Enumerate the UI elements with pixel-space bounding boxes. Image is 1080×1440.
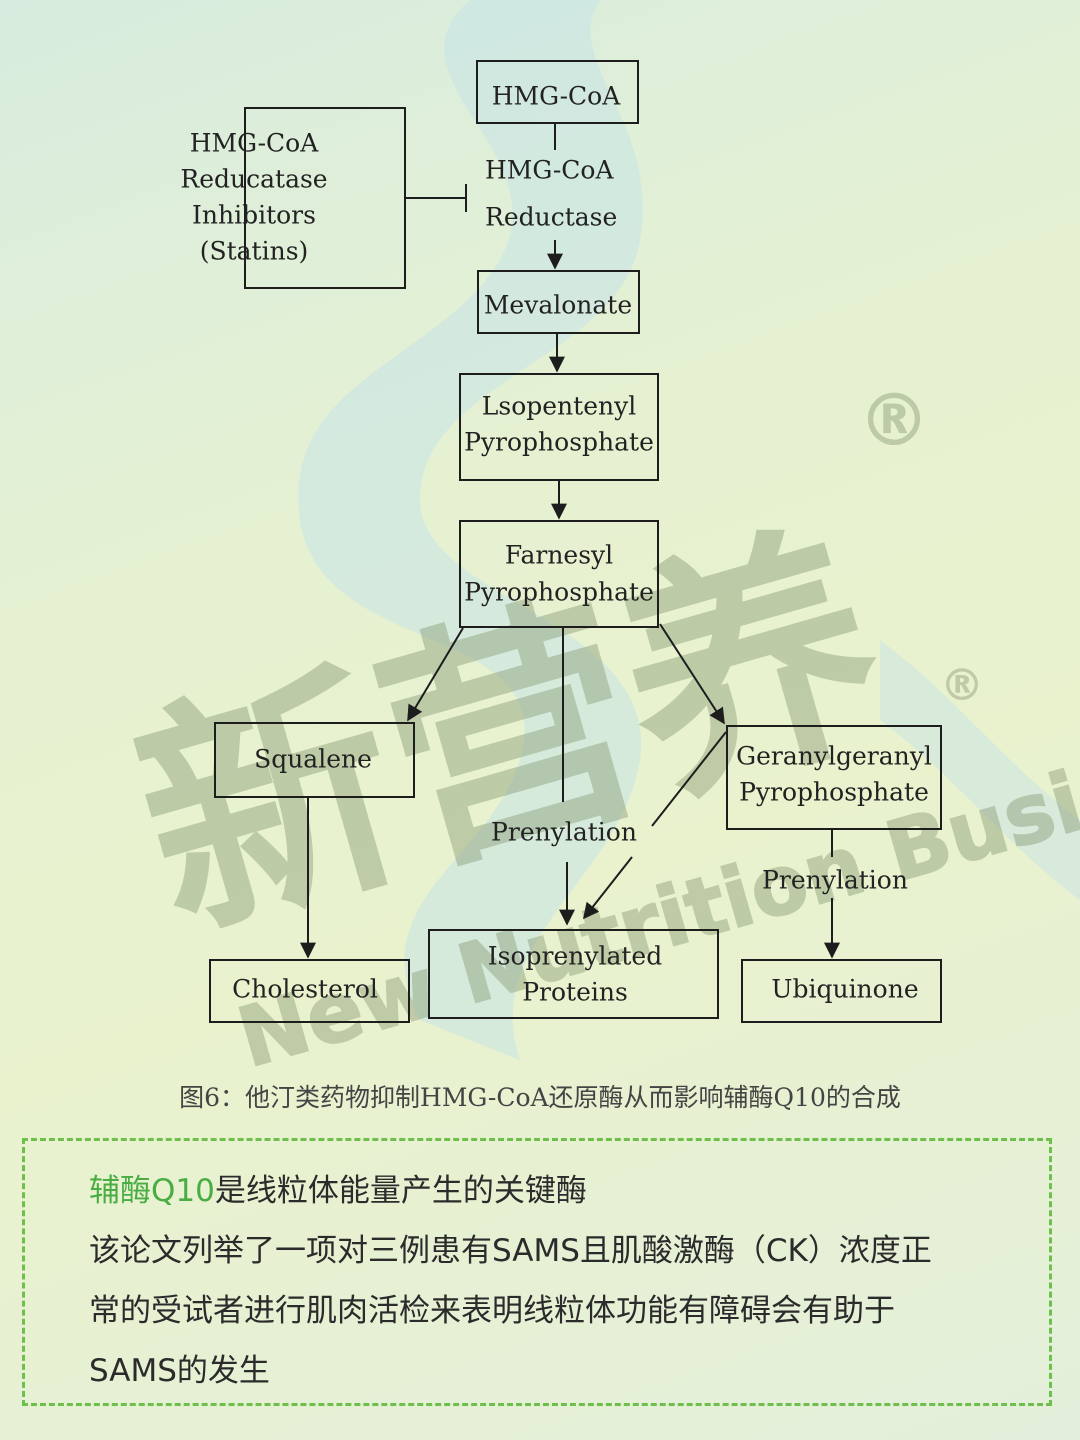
info-highlight: 辅酶Q10 (89, 1173, 215, 1209)
svg-text:Reducatase: Reducatase (180, 165, 327, 194)
svg-text:HMG-CoA: HMG-CoA (492, 82, 621, 111)
prenylation-label-right: Prenylation (762, 866, 908, 895)
node-cholesterol: Cholesterol (209, 959, 410, 1023)
node-squalene: Squalene (214, 722, 415, 798)
info-body-line-1: 该论文列举了一项对三例患有SAMS且肌酸激酶（CK）浓度正 (89, 1233, 932, 1269)
edge-fpp-to-squalene (407, 627, 464, 722)
mevalonate-pathway-diagram: HMG-CoA Reductase Prenylation Prenylatio… (180, 60, 942, 1023)
edge-ggpp-to-prenylation-1 (651, 731, 727, 827)
node-geranylgeranyl-pyrophosphate: Geranylgeranyl Pyrophosphate (726, 725, 942, 830)
node-isoprenylated-proteins: Isoprenylated Proteins (428, 929, 719, 1019)
info-box: 辅酶Q10是线粒体能量产生的关键酶 该论文列举了一项对三例患有SAMS且肌酸激酶… (22, 1138, 1052, 1406)
edge-ggpp-to-prenylation-2 (583, 856, 633, 920)
node-ubiquinone: Ubiquinone (741, 959, 942, 1023)
svg-text:Isoprenylated: Isoprenylated (488, 942, 662, 971)
svg-text:Cholesterol: Cholesterol (232, 975, 378, 1004)
watermark-registered-mark-small: ® (940, 660, 984, 711)
info-headline: 辅酶Q10是线粒体能量产生的关键酶 (89, 1161, 1019, 1221)
blue-swirl-right (880, 640, 1080, 900)
svg-text:Geranylgeranyl: Geranylgeranyl (736, 742, 932, 771)
info-body-line-2: 常的受试者进行肌肉活检来表明线粒体功能有障碍会有助于 (89, 1293, 895, 1329)
prenylation-label-center: Prenylation (491, 818, 637, 847)
svg-text:Pyrophosphate: Pyrophosphate (464, 428, 654, 457)
svg-text:Proteins: Proteins (522, 978, 628, 1007)
info-headline-rest: 是线粒体能量产生的关键酶 (214, 1173, 587, 1209)
info-body-line-3: SAMS的发生 (89, 1353, 270, 1389)
node-mevalonate: Mevalonate (477, 270, 640, 334)
edge-fpp-to-ggpp (659, 623, 725, 725)
node-farnesyl-pyrophosphate: Farnesyl Pyrophosphate (459, 520, 659, 628)
svg-text:Squalene: Squalene (254, 745, 372, 774)
svg-text:Inhibitors: Inhibitors (192, 201, 316, 230)
svg-text:HMG-CoA: HMG-CoA (190, 129, 319, 158)
node-statins: HMG-CoA Reducatase Inhibitors (Statins) (180, 107, 406, 289)
node-hmg-coa: HMG-CoA (476, 60, 639, 124)
svg-text:Ubiquinone: Ubiquinone (771, 975, 918, 1004)
svg-text:Lsopentenyl: Lsopentenyl (482, 392, 636, 421)
svg-text:(Statins): (Statins) (200, 237, 309, 266)
svg-text:Mevalonate: Mevalonate (484, 291, 632, 320)
svg-text:Pyrophosphate: Pyrophosphate (739, 778, 929, 807)
enzyme-label-line2: Reductase (485, 203, 617, 232)
watermark-registered-mark: ® (858, 378, 930, 462)
svg-text:Farnesyl: Farnesyl (505, 541, 613, 570)
enzyme-label-line1: HMG-CoA (485, 156, 614, 185)
figure-caption: 图6：他汀类药物抑制HMG-CoA还原酶从而影响辅酶Q10的合成 (179, 1083, 901, 1112)
node-isopentenyl-pyrophosphate: Lsopentenyl Pyrophosphate (459, 373, 659, 481)
svg-text:Pyrophosphate: Pyrophosphate (464, 578, 654, 607)
